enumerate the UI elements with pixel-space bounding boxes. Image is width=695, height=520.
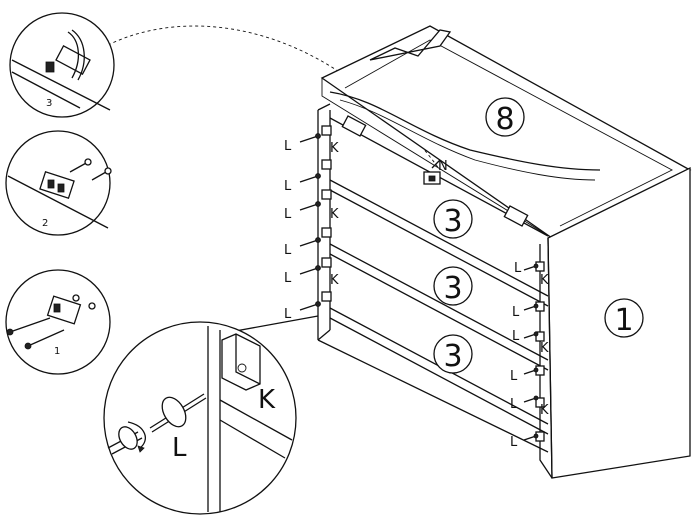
part-number-rail-1-text: 3	[443, 204, 462, 239]
bracket-n	[423, 159, 441, 185]
bracket-n-label: N	[438, 159, 448, 174]
label-l: L	[510, 435, 518, 450]
callout-k: K	[258, 385, 276, 415]
right-screws	[523, 263, 539, 441]
part-number-rail-1: 3	[433, 199, 473, 239]
part-number-side-text: 1	[614, 303, 633, 338]
left-brackets	[321, 125, 332, 302]
label-k: K	[540, 403, 549, 418]
step-1-number: 1	[54, 346, 60, 357]
step-2-detail: 2	[5, 130, 112, 236]
step-3-detail: 3	[9, 12, 115, 118]
label-k: K	[330, 207, 339, 222]
left-screws	[299, 133, 321, 311]
label-l: L	[284, 207, 292, 222]
part-number-top-text: 8	[495, 102, 514, 137]
part-number-rail-3-text: 3	[443, 339, 462, 374]
callout-l: L	[172, 433, 187, 463]
part-number-rail-2: 3	[433, 266, 473, 306]
label-l: L	[510, 369, 518, 384]
step-3-number: 3	[46, 98, 52, 109]
label-l: L	[510, 397, 518, 412]
label-k: K	[330, 141, 339, 156]
label-l: L	[514, 261, 522, 276]
label-l: L	[284, 307, 292, 322]
left-hardware-labels: L K L L K L L K L	[284, 139, 339, 322]
label-l: L	[284, 243, 292, 258]
label-k: K	[540, 341, 549, 356]
label-k: K	[330, 273, 339, 288]
step-1-detail: 1	[5, 269, 111, 375]
rail-1	[329, 179, 549, 307]
part-number-rail-3: 3	[433, 334, 473, 374]
part-number-top: 8	[485, 97, 525, 137]
rail-2	[329, 243, 549, 371]
callout-magnifier: K L	[103, 315, 319, 515]
label-l: L	[284, 179, 292, 194]
label-l: L	[284, 271, 292, 286]
cabinet	[317, 25, 692, 479]
step-2-number: 2	[42, 218, 48, 229]
label-l: L	[512, 329, 520, 344]
label-l: L	[284, 139, 292, 154]
part-number-rail-2-text: 3	[443, 271, 462, 306]
part-number-side: 1	[604, 298, 644, 338]
label-l: L	[512, 305, 520, 320]
label-k: K	[540, 273, 549, 288]
right-hardware-labels: L K L L K L L K L	[510, 261, 549, 450]
